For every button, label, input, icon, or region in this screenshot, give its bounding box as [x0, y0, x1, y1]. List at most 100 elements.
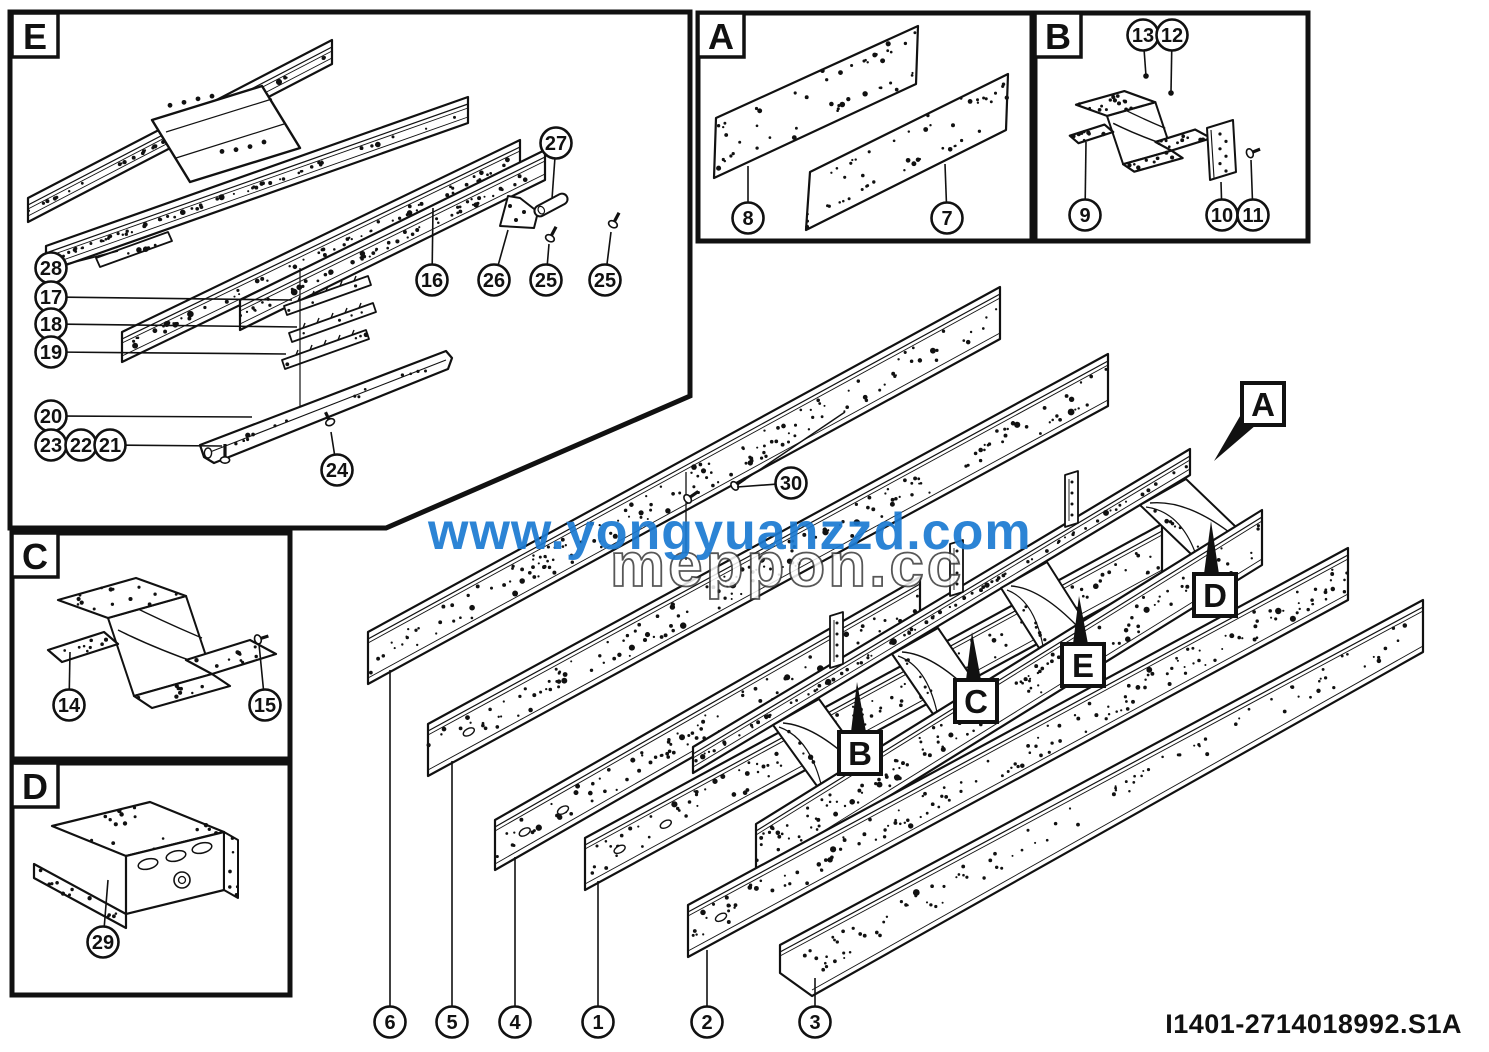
frame-rear-rail	[691, 447, 1192, 775]
e-pin-27	[533, 192, 569, 218]
balloon-number: 11	[1242, 205, 1263, 227]
side-rail-6	[366, 285, 1002, 686]
rivet-dots	[63, 637, 109, 653]
panel-label-d: D	[10, 761, 60, 809]
balloon-12: 12	[1155, 18, 1189, 93]
bolt-icon	[253, 634, 269, 645]
panel-a-border	[695, 10, 1035, 244]
sketch-root	[26, 24, 1425, 998]
detail-panel-labels: E A B C D	[10, 11, 1083, 809]
balloon-number: 6	[384, 1012, 395, 1034]
balloon-27: 27	[539, 126, 573, 200]
balloon-number: 9	[1079, 205, 1090, 227]
rivet-dots	[239, 174, 528, 317]
rivet-dots	[302, 311, 363, 335]
balloon-number: 5	[446, 1012, 457, 1034]
letter-ref-text: D	[1203, 577, 1227, 614]
balloon-number: 26	[483, 270, 505, 292]
letter-ref-text: A	[1251, 386, 1275, 423]
rivet-dots	[904, 658, 933, 695]
balloon-number: 21	[99, 435, 121, 457]
rivet-dots	[228, 836, 239, 897]
balloon-28: 28	[34, 250, 119, 285]
balloon-30: 30	[736, 466, 808, 500]
balloon-number: 20	[40, 406, 62, 428]
balloon-22: 22	[64, 428, 98, 462]
letter-ref-c: C	[953, 632, 999, 724]
crossmember-9	[1068, 89, 1213, 173]
balloon-number: 10	[1211, 205, 1233, 227]
rivet-dots	[136, 683, 204, 700]
panel-label-b-text: B	[1045, 16, 1071, 57]
balloon-number: 25	[594, 270, 616, 292]
rivet-dots	[694, 465, 1188, 763]
panel-label-c: C	[10, 531, 60, 579]
rivet-dots	[76, 585, 178, 611]
panel-label-d-text: D	[22, 766, 48, 807]
bolt-icon	[683, 490, 700, 504]
balloon-25: 25	[588, 231, 622, 297]
rivet-dots	[716, 41, 908, 129]
e-beam-front	[238, 148, 547, 332]
balloon-13: 13	[1126, 18, 1160, 77]
balloon-number: 3	[809, 1012, 820, 1034]
watermark-blue-text: www.yongyuanzzd.com	[427, 503, 1032, 561]
side-rail-5	[426, 352, 1110, 778]
balloon-5: 5	[435, 761, 469, 1039]
balloon-7: 7	[930, 163, 964, 235]
balloon-number: 19	[40, 342, 62, 364]
balloon-2: 2	[690, 950, 724, 1039]
balloon-number: 13	[1132, 25, 1154, 47]
e-bar-20	[198, 349, 454, 465]
rivet-dots	[285, 332, 369, 367]
balloon-14: 14	[52, 651, 86, 722]
rivet-dots	[830, 84, 1005, 174]
side-rail-3	[778, 598, 1425, 998]
panel-e-border	[7, 9, 693, 531]
balloon-number: 2	[701, 1012, 712, 1034]
bolt-icon	[1245, 147, 1261, 159]
panel-label-e: E	[10, 11, 60, 59]
balloon-9: 9	[1068, 141, 1102, 232]
panel-d-border	[9, 760, 293, 998]
rivet-dots	[1022, 605, 1047, 642]
rivet-dots	[716, 31, 917, 171]
balloon-29: 29	[86, 879, 120, 959]
balloon-number: 29	[92, 932, 114, 954]
balloon-26: 26	[477, 229, 511, 297]
detail-panel-borders	[7, 9, 1311, 998]
e-shim-plate	[288, 302, 377, 343]
side-rail-2	[686, 546, 1350, 959]
rivet-dots	[826, 129, 982, 208]
balloon-25: 25	[529, 243, 563, 297]
balloon-number: 27	[545, 133, 567, 155]
balloon-6: 6	[373, 670, 407, 1039]
rivet-dots	[805, 82, 1009, 229]
rivet-dots	[691, 568, 1349, 937]
bolt-icon	[607, 212, 621, 229]
balloon-10: 10	[1205, 181, 1239, 232]
balloon-number: 18	[40, 314, 62, 336]
bolt-icon	[730, 477, 747, 491]
bolt-icon	[544, 226, 558, 243]
letter-ref-text: B	[848, 735, 872, 772]
rivet-dots	[127, 243, 157, 255]
e-shim-plate	[283, 275, 372, 316]
balloon-23: 23	[34, 428, 68, 462]
balloon-11: 11	[1236, 159, 1270, 232]
balloon-17: 17	[34, 280, 293, 314]
balloon-number: 12	[1161, 25, 1183, 47]
balloon-number: 25	[535, 270, 557, 292]
diagram-line-art	[26, 24, 1425, 998]
balloon-24: 24	[320, 431, 354, 487]
frame-bracket-tab	[949, 539, 964, 597]
balloon-number: 22	[70, 435, 92, 457]
panel-b-border	[1032, 10, 1311, 244]
balloon-number: 16	[421, 270, 443, 292]
letter-ref-text: E	[1072, 647, 1094, 684]
panel-c-crossmember-14	[46, 576, 278, 710]
balloon-number: 14	[58, 695, 81, 717]
panel-b-assembly	[1068, 73, 1261, 181]
